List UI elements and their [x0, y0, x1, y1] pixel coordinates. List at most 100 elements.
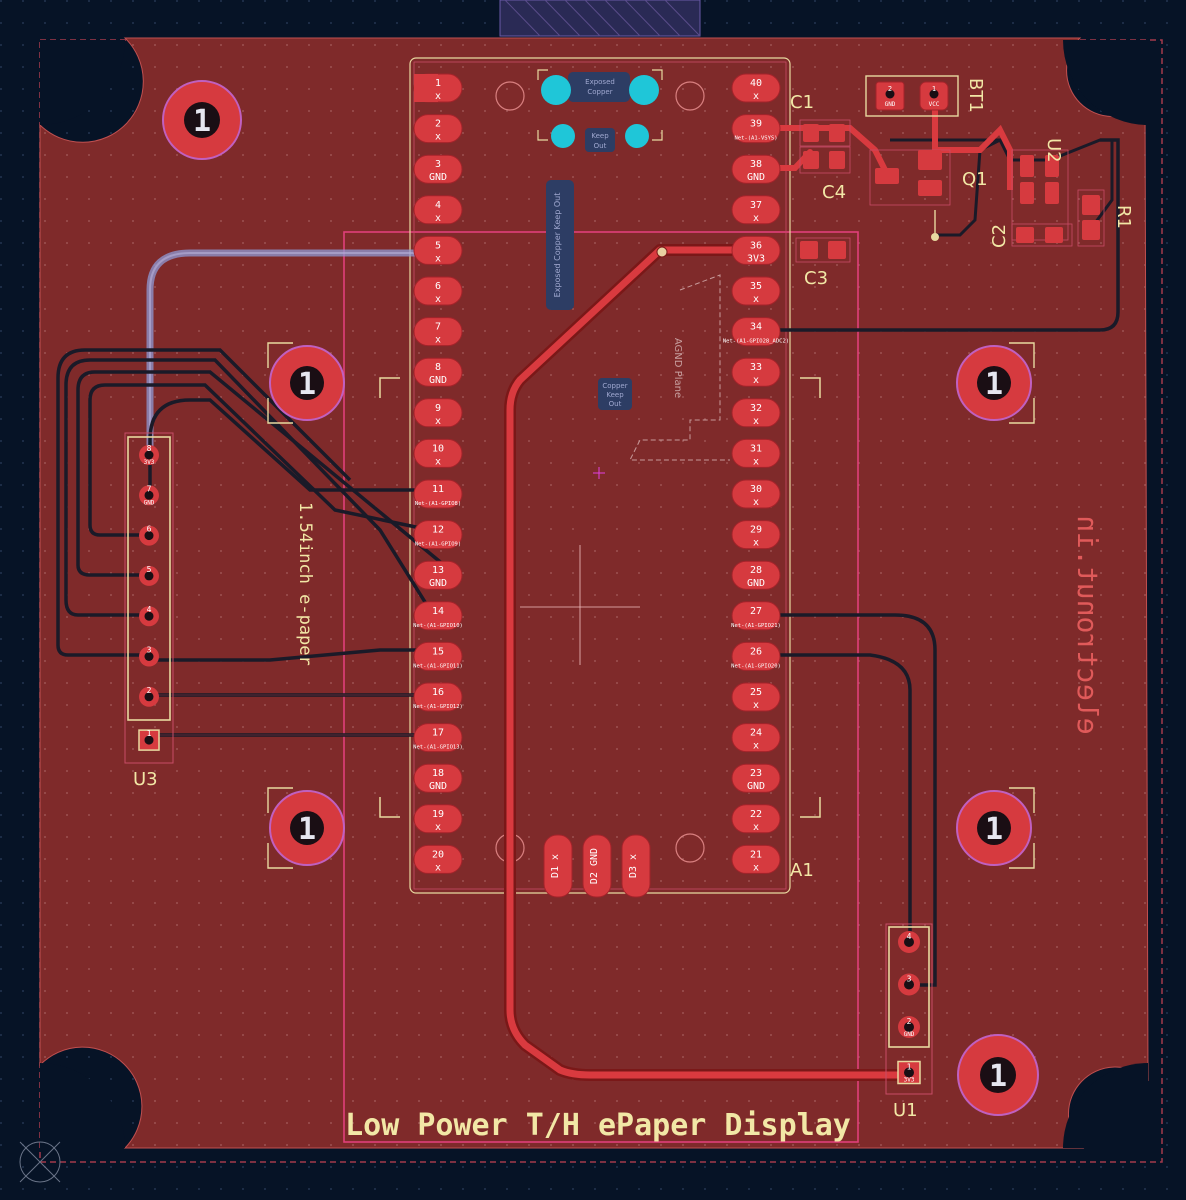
a1-pad-shape — [413, 235, 463, 265]
a1-pad-shape — [731, 682, 781, 712]
display-courtyard — [343, 231, 859, 1143]
a1-pad-net: Net-(A1-GPIO13) — [413, 745, 463, 751]
u1-pad-drill — [904, 937, 914, 947]
a1-pad-net: x — [753, 91, 759, 102]
u1-pin-number: 1 — [907, 1063, 912, 1072]
r1-footprint — [1077, 189, 1105, 247]
a1-pad-number: 12 — [432, 525, 444, 536]
u3-pad-drill — [144, 692, 154, 702]
a1-pad-number: 9 — [435, 403, 441, 414]
u3-pin-number: 2 — [147, 686, 152, 695]
epaper-label: 1.54inch e-paper — [295, 502, 315, 666]
a1-pad-net: x — [753, 416, 759, 427]
a1-pad-number: 19 — [432, 809, 444, 820]
a1-pad-net: Net-(A1-GPIO11) — [413, 663, 463, 669]
u2-footprint — [1011, 149, 1069, 241]
a1-pad-number: 22 — [750, 809, 762, 820]
u1-pad-drill — [904, 979, 914, 990]
u1-pad-drill — [904, 1067, 914, 1078]
mount-hole-6 — [957, 1034, 1039, 1116]
a1-pad-net: GND — [429, 781, 447, 792]
brand-mirrored: electronut.in — [1071, 515, 1104, 734]
bt1-outline — [865, 75, 959, 117]
origin-crosshair — [19, 1141, 61, 1183]
a1-pad-net: x — [753, 497, 759, 508]
u3-pin-number: 4 — [147, 605, 152, 614]
a1-pad-number: 27 — [750, 606, 762, 617]
a1-pad-net: x — [435, 456, 441, 467]
a1-debug-pad-d2: D2 GND — [582, 834, 612, 898]
a1-pad-net: x — [753, 456, 759, 467]
designator-u1: U1 — [893, 1100, 918, 1121]
c4-footprint — [799, 146, 851, 174]
a1-debug-pad-label: D1 x — [550, 854, 561, 878]
bt1-pin-number: 2 — [888, 85, 892, 93]
u1-pin-number: 4 — [907, 932, 912, 941]
a1-pad-number: 14 — [432, 606, 444, 617]
a1-pad-22: 22x — [731, 804, 781, 834]
u3-pin-6: 6 — [139, 525, 159, 546]
u3-pin-number: 6 — [147, 525, 152, 534]
bt1-pin-number: 1 — [932, 85, 936, 93]
mount-hole-brackets — [267, 342, 1035, 869]
a1-pad-shape — [731, 479, 781, 509]
a1-debug-pad-shape — [621, 834, 651, 898]
a1-pad-number: 17 — [432, 728, 444, 739]
a1-pad-shape — [413, 844, 463, 874]
a1-pad-shape — [731, 560, 781, 590]
u1-outline — [888, 926, 930, 1048]
a1-debug-pad-d3: D3 x — [621, 834, 651, 898]
a1-pad-net: x — [753, 862, 759, 873]
a1-right-pads: 40x39Net-(A1-VSYS)38GND37x363V335x34Net-… — [723, 73, 789, 874]
a1-pad-35: 35x — [731, 276, 781, 306]
u3-pin-number: 3 — [147, 646, 152, 655]
a1-pad-number: 1 — [435, 78, 441, 89]
u1-pin-number: 3 — [907, 975, 912, 984]
a1-pad-4: 4x — [413, 195, 463, 225]
a1-pad-shape — [731, 235, 781, 265]
designator-c3: C3 — [804, 268, 828, 289]
u1-pin-number: 2 — [907, 1017, 912, 1026]
a1-pad-number: 8 — [435, 362, 441, 373]
u3-pin-number: 5 — [147, 565, 152, 574]
a1-pad-number: 31 — [750, 443, 762, 454]
u3-pin-5: 5 — [139, 565, 159, 586]
a1-pad-net: Net-(A1-GPIO28_ADC2) — [723, 339, 789, 345]
u3-pin-3: 3 — [139, 646, 159, 667]
a1-pad-10: 10 x — [413, 438, 463, 468]
top-keepout-line2: Out — [594, 142, 607, 150]
a1-pad-net: Net-(A1-GPIO12) — [413, 704, 463, 710]
u3-outline — [127, 436, 171, 721]
a1-pad-net: GND — [429, 375, 447, 386]
a1-pad-32: 32x — [731, 398, 781, 428]
a1-pad-shape — [413, 763, 463, 793]
a1-pad-net: x — [753, 741, 759, 752]
u3-pin-number: 1 — [147, 729, 152, 738]
u3-pin-4: 4 — [139, 605, 159, 627]
a1-pad-31: 31 x — [731, 438, 781, 468]
u3-pad-drill — [144, 531, 154, 541]
a1-pad-net: x — [435, 213, 441, 224]
a1-pad-net: x — [435, 91, 441, 102]
a1-pad-shape — [413, 114, 463, 144]
a1-pad-37: 37x — [731, 195, 781, 225]
keepout-small-line3: Out — [609, 400, 622, 408]
a1-pad-shape — [413, 276, 463, 306]
a1-pad-number: 10 — [432, 443, 444, 454]
a1-pad-shape — [413, 520, 463, 550]
a1-pad-net: GND — [747, 578, 765, 589]
a1-pad-shape — [731, 114, 781, 144]
